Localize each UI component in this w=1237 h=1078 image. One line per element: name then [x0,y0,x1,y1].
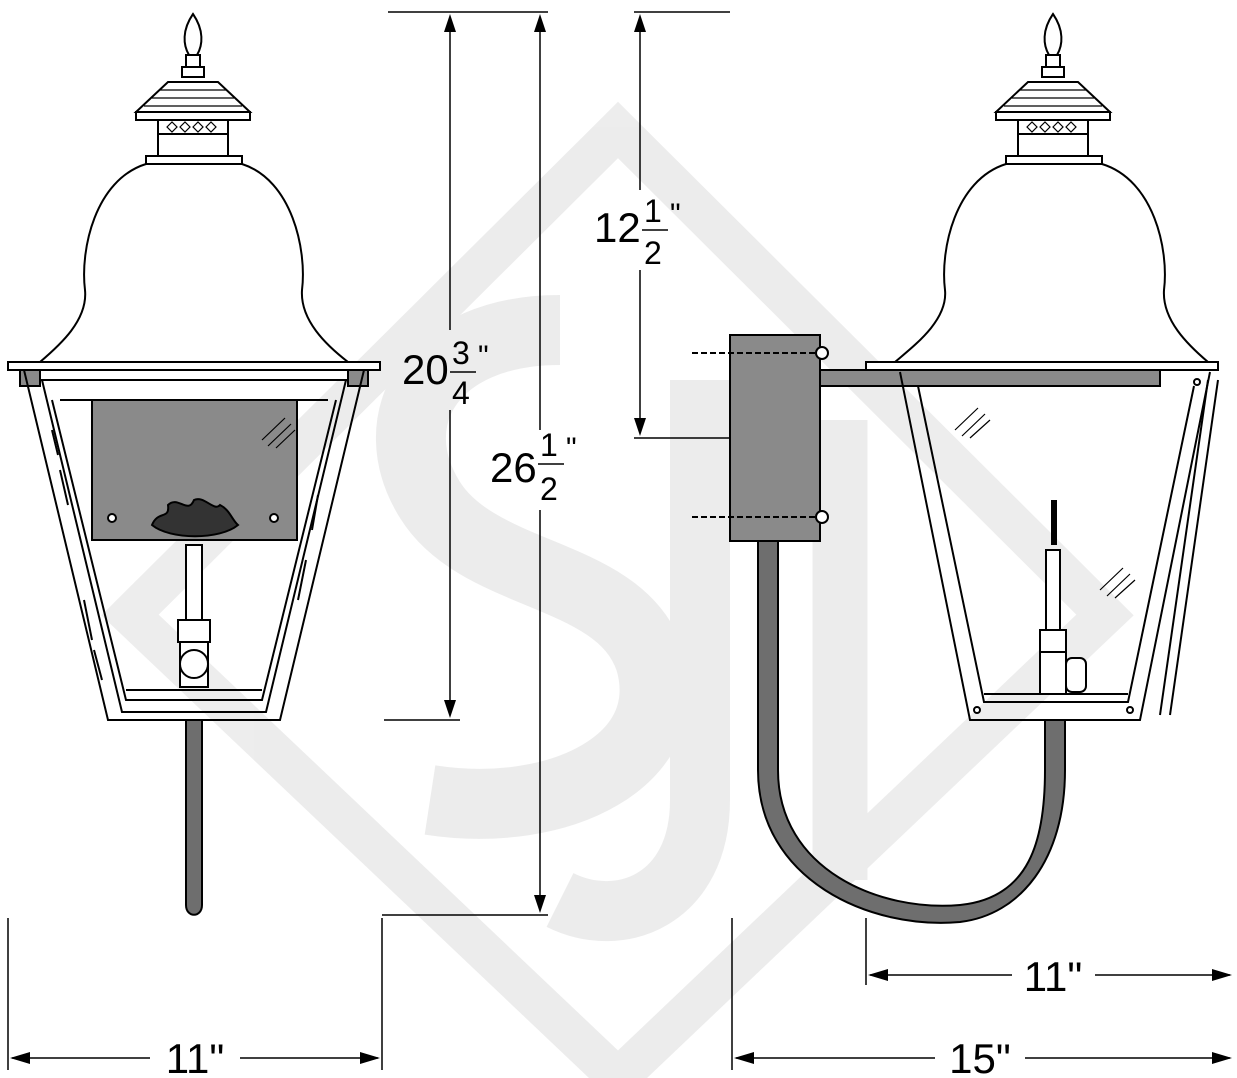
mount-drop-den: 2 [644,235,662,271]
dim-label-side-width: 11" [1024,953,1083,1000]
dimension-lines [7,11,1232,1070]
wall-mount-bracket [729,334,821,542]
fixture-height-unit: " [478,340,489,373]
mount-drop-whole: 12 [594,204,641,251]
overall-height-whole: 26 [490,444,537,491]
fixture-height-num: 3 [452,335,470,371]
side-support-arm [757,540,1066,924]
dim-label-fixture-height: 20 3 4 " [402,335,489,411]
fixture-height-den: 4 [452,375,470,411]
front-finial [183,12,203,56]
overall-height-den: 2 [540,471,558,507]
overall-height-unit: " [566,432,577,465]
mount-drop-num: 1 [644,193,662,229]
front-stem-rod [185,719,203,916]
side-view-lantern [692,12,1219,924]
dim-label-mount-drop: 12 1 2 " [594,193,681,271]
front-back-panel [91,399,298,541]
front-view-lantern [7,12,381,916]
fixture-height-whole: 20 [402,346,449,393]
front-cap [133,81,253,113]
front-burner [150,498,240,538]
side-bell-roof [892,163,1211,363]
dim-label-overall-height: 26 1 2 " [490,427,577,507]
dim-label-side-depth: 15" [949,1035,1011,1078]
mount-drop-unit: " [670,198,681,231]
overall-height-num: 1 [540,427,558,463]
dim-label-front-width: 11" [166,1035,225,1078]
front-bell-roof [37,163,351,363]
